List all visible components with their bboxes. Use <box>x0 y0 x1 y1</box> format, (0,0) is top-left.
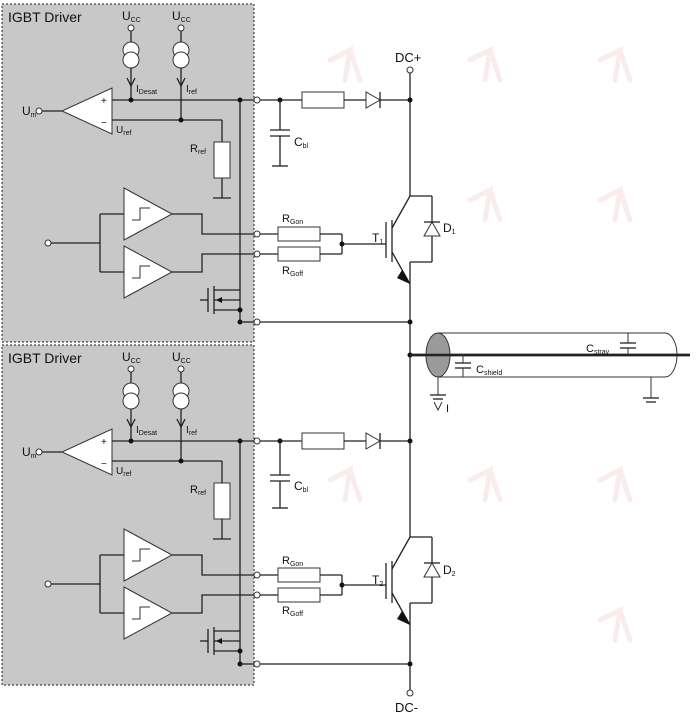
t1-label: T1 <box>372 231 383 246</box>
comparator <box>60 87 113 135</box>
driver-top: IGBT Driver UCC UCC IDesat Iref + − Um U… <box>8 9 254 325</box>
diode-d1 <box>423 220 441 237</box>
t2-label: T2 <box>372 573 383 588</box>
hysteresis-icon <box>132 207 150 221</box>
rref-label: Rref <box>190 484 206 497</box>
supply-terminal <box>177 24 185 32</box>
supply-label: UCC <box>172 9 191 24</box>
dc-minus-label: DC- <box>395 700 418 715</box>
resistor-rgoff <box>277 587 321 603</box>
driver-bottom: IGBT Driver UCC UCC IDesat Iref + − Um U… <box>8 350 254 667</box>
supply-label: UCC <box>122 9 141 24</box>
driver-title: IGBT Driver <box>8 9 82 25</box>
source-desat-label: IDesat <box>136 425 157 437</box>
input-label: Um <box>22 104 37 119</box>
shielded-cable: Cstray Cshield I <box>410 332 690 415</box>
cshield-label: Cshield <box>476 364 502 377</box>
dc-plus-terminal <box>406 66 414 74</box>
dc-minus-terminal <box>406 689 414 697</box>
buffer-on <box>123 187 174 241</box>
supply-label: UCC <box>172 350 191 365</box>
diode-desat <box>365 91 382 109</box>
rgon-label: RGon <box>282 555 303 568</box>
supply-terminal <box>127 24 135 32</box>
buffer-off <box>123 586 174 640</box>
source-ref-label: Iref <box>186 84 197 96</box>
resistor-rgon <box>277 226 321 242</box>
rref-label: Rref <box>190 143 206 156</box>
comparator <box>60 428 113 476</box>
current-arrow-icon <box>126 77 136 88</box>
d2-label: D2 <box>443 563 456 578</box>
rgoff-label: RGoff <box>282 265 303 278</box>
minus-sign: − <box>101 118 107 129</box>
current-arrow-icon <box>433 401 443 412</box>
hysteresis-icon <box>132 265 150 279</box>
source-desat-label: IDesat <box>136 84 157 96</box>
shield-current-label: I <box>446 403 449 415</box>
cstray-label: Cstray <box>586 343 610 356</box>
diode-desat <box>365 432 382 450</box>
rgon-label: RGon <box>282 213 303 226</box>
cbl-label: Cbl <box>294 479 309 494</box>
watermark <box>327 45 633 643</box>
buffer-off <box>123 245 174 299</box>
resistor-rref <box>213 141 231 179</box>
resistor-rref <box>213 482 231 520</box>
plus-sign: + <box>101 96 107 107</box>
dc-plus-label: DC+ <box>395 50 421 65</box>
resistor-rgon <box>277 567 321 583</box>
d1-label: D1 <box>443 221 456 236</box>
diode-d2 <box>423 561 441 578</box>
uref-label: Uref <box>116 466 131 478</box>
resistor-rgoff <box>277 246 321 262</box>
plus-sign: + <box>101 437 107 448</box>
power-stage: DC+ Cbl RGon RGoff T1 <box>260 50 690 715</box>
resistor-desat <box>301 432 345 450</box>
hysteresis-icon <box>132 606 150 620</box>
minus-sign: − <box>101 459 107 470</box>
hysteresis-icon <box>132 548 150 562</box>
supply-label: UCC <box>122 350 141 365</box>
resistor-desat <box>301 91 345 109</box>
current-arrow-icon <box>176 418 186 429</box>
current-arrow-icon <box>126 418 136 429</box>
driver-title: IGBT Driver <box>8 350 82 366</box>
buffer-on <box>123 528 174 582</box>
current-arrow-icon <box>176 77 186 88</box>
rgoff-label: RGoff <box>282 605 303 618</box>
source-ref-label: Iref <box>186 425 197 437</box>
uref-label: Uref <box>116 125 131 137</box>
cbl-label: Cbl <box>294 135 309 150</box>
input-label: Um <box>22 445 37 460</box>
